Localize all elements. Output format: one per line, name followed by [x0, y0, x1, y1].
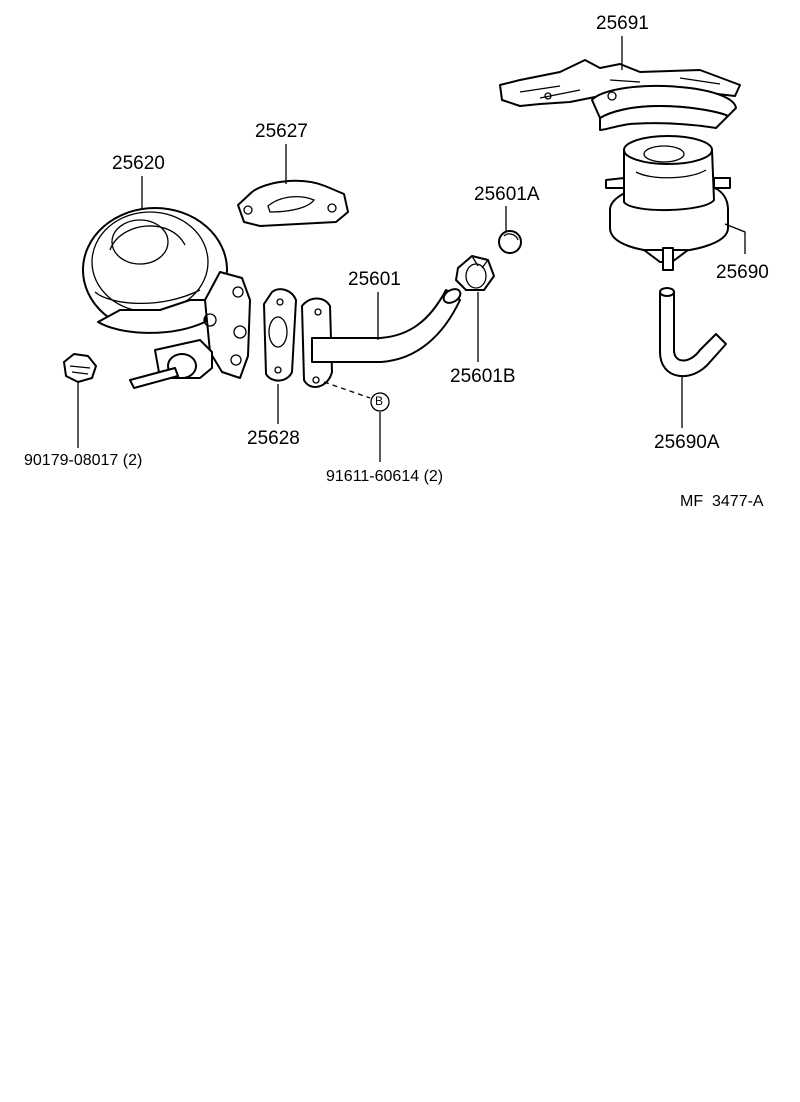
callout-letter-b: B [375, 394, 384, 408]
nut-90179-drawing [63, 353, 97, 383]
nut-25601B-drawing [455, 255, 495, 291]
leader-lines [77, 36, 746, 462]
label-91611-60614: 91611-60614 (2) [326, 468, 444, 485]
ring-25601A-drawing [498, 230, 522, 254]
label-25620: 25620 [112, 153, 165, 174]
modulator-25690-drawing [605, 135, 731, 271]
bracket-25691-drawing [499, 59, 741, 131]
bolt-callout-drawing [323, 381, 390, 412]
label-90179-08017: 90179-08017 (2) [24, 452, 143, 469]
label-25601: 25601 [348, 269, 401, 290]
label-25601A: 25601A [474, 184, 540, 205]
label-25601B: 25601B [450, 366, 516, 387]
drawing-code: MF 3477-A [680, 493, 764, 510]
egr-valve-25620-drawing [82, 207, 251, 389]
label-25690: 25690 [716, 262, 769, 283]
label-25627: 25627 [255, 121, 308, 142]
pipe-25601-drawing [301, 288, 462, 388]
label-25691: 25691 [596, 13, 649, 34]
gasket-25627-drawing [237, 179, 349, 227]
hose-25690A-drawing [659, 287, 727, 378]
label-25628: 25628 [247, 428, 300, 449]
gasket-25628-drawing [263, 288, 297, 382]
label-25690A: 25690A [654, 432, 720, 453]
